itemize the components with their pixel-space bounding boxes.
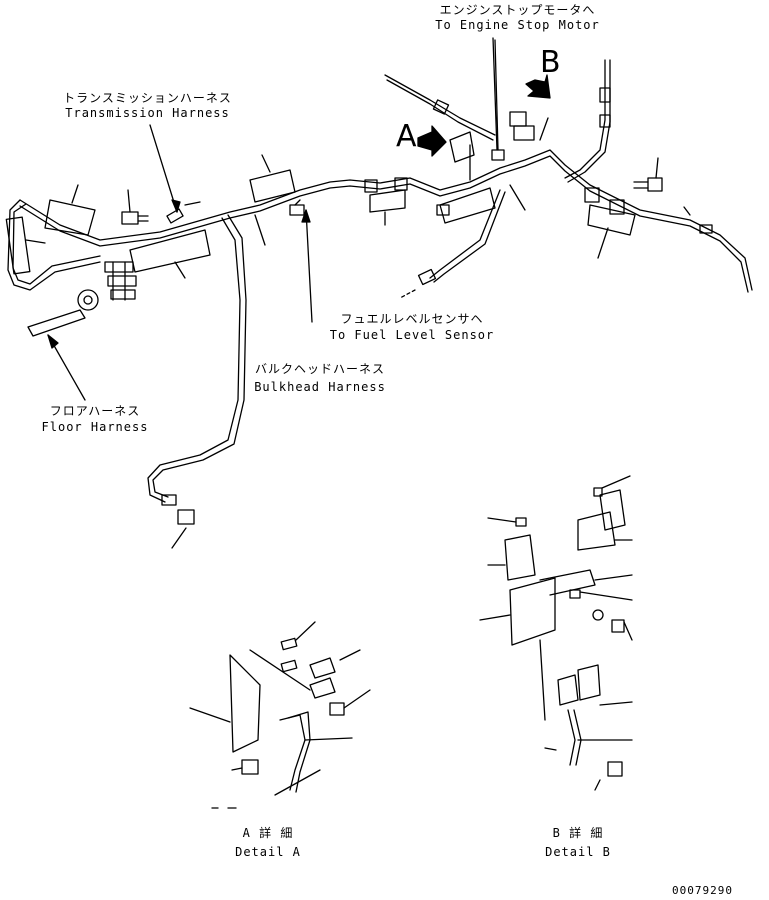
detail-a-caption-en: Detail A bbox=[235, 845, 301, 859]
right-clamps bbox=[584, 187, 713, 259]
main-harness bbox=[19, 149, 753, 293]
bolt-left bbox=[121, 189, 149, 225]
detail-a-caption-jp: A 詳 細 bbox=[242, 826, 294, 840]
bulkhead-connectors bbox=[249, 154, 305, 246]
bulkhead-branch bbox=[147, 214, 247, 549]
engine-stop-label-jp: エンジンストップモータへ bbox=[439, 3, 596, 17]
transmission-harness-label-en: Transmission Harness bbox=[65, 106, 230, 120]
transmission-connector bbox=[166, 201, 201, 224]
right-vertical-harness bbox=[564, 59, 611, 183]
left-label-plate bbox=[129, 229, 211, 279]
fuel-level-sensor-label-en: To Fuel Level Sensor bbox=[329, 328, 495, 342]
detail-b-caption-en: Detail B bbox=[545, 845, 611, 859]
detail-a-target bbox=[449, 131, 475, 181]
arrow-a bbox=[417, 125, 447, 157]
bulkhead-harness-label-en: Bulkhead Harness bbox=[254, 380, 386, 394]
fuel-level-branch bbox=[399, 189, 506, 299]
arrow-b bbox=[525, 74, 551, 99]
detail-b-caption-jp: B 詳 細 bbox=[552, 826, 604, 840]
bulkhead-harness-label-jp: バルクヘッドハーネス bbox=[254, 362, 385, 376]
floor-harness-connector bbox=[27, 289, 99, 337]
floor-harness-label-en: Floor Harness bbox=[41, 420, 149, 434]
middle-clamps bbox=[364, 177, 450, 226]
middle-label-plate bbox=[439, 184, 526, 224]
view-marker-b: B bbox=[540, 45, 561, 80]
bolt-right bbox=[633, 157, 663, 192]
detail-a-view bbox=[189, 621, 371, 809]
view-marker-a: A bbox=[396, 119, 417, 154]
fuel-level-sensor-label-jp: フュエルレベルセンサヘ bbox=[340, 312, 484, 326]
left-clamp-cluster bbox=[104, 261, 137, 301]
left-harness-loop bbox=[5, 199, 101, 291]
detail-b-view bbox=[479, 475, 633, 791]
drawing-number: 00079290 bbox=[672, 884, 733, 897]
leader-lines bbox=[47, 37, 498, 401]
transmission-harness-label-jp: トランスミッションハーネス bbox=[63, 91, 232, 105]
floor-harness-label-jp: フロアハーネス bbox=[49, 404, 141, 418]
engine-stop-label-en: To Engine Stop Motor bbox=[435, 18, 600, 32]
engine-stop-branch bbox=[384, 39, 549, 161]
left-bracket bbox=[44, 184, 96, 236]
